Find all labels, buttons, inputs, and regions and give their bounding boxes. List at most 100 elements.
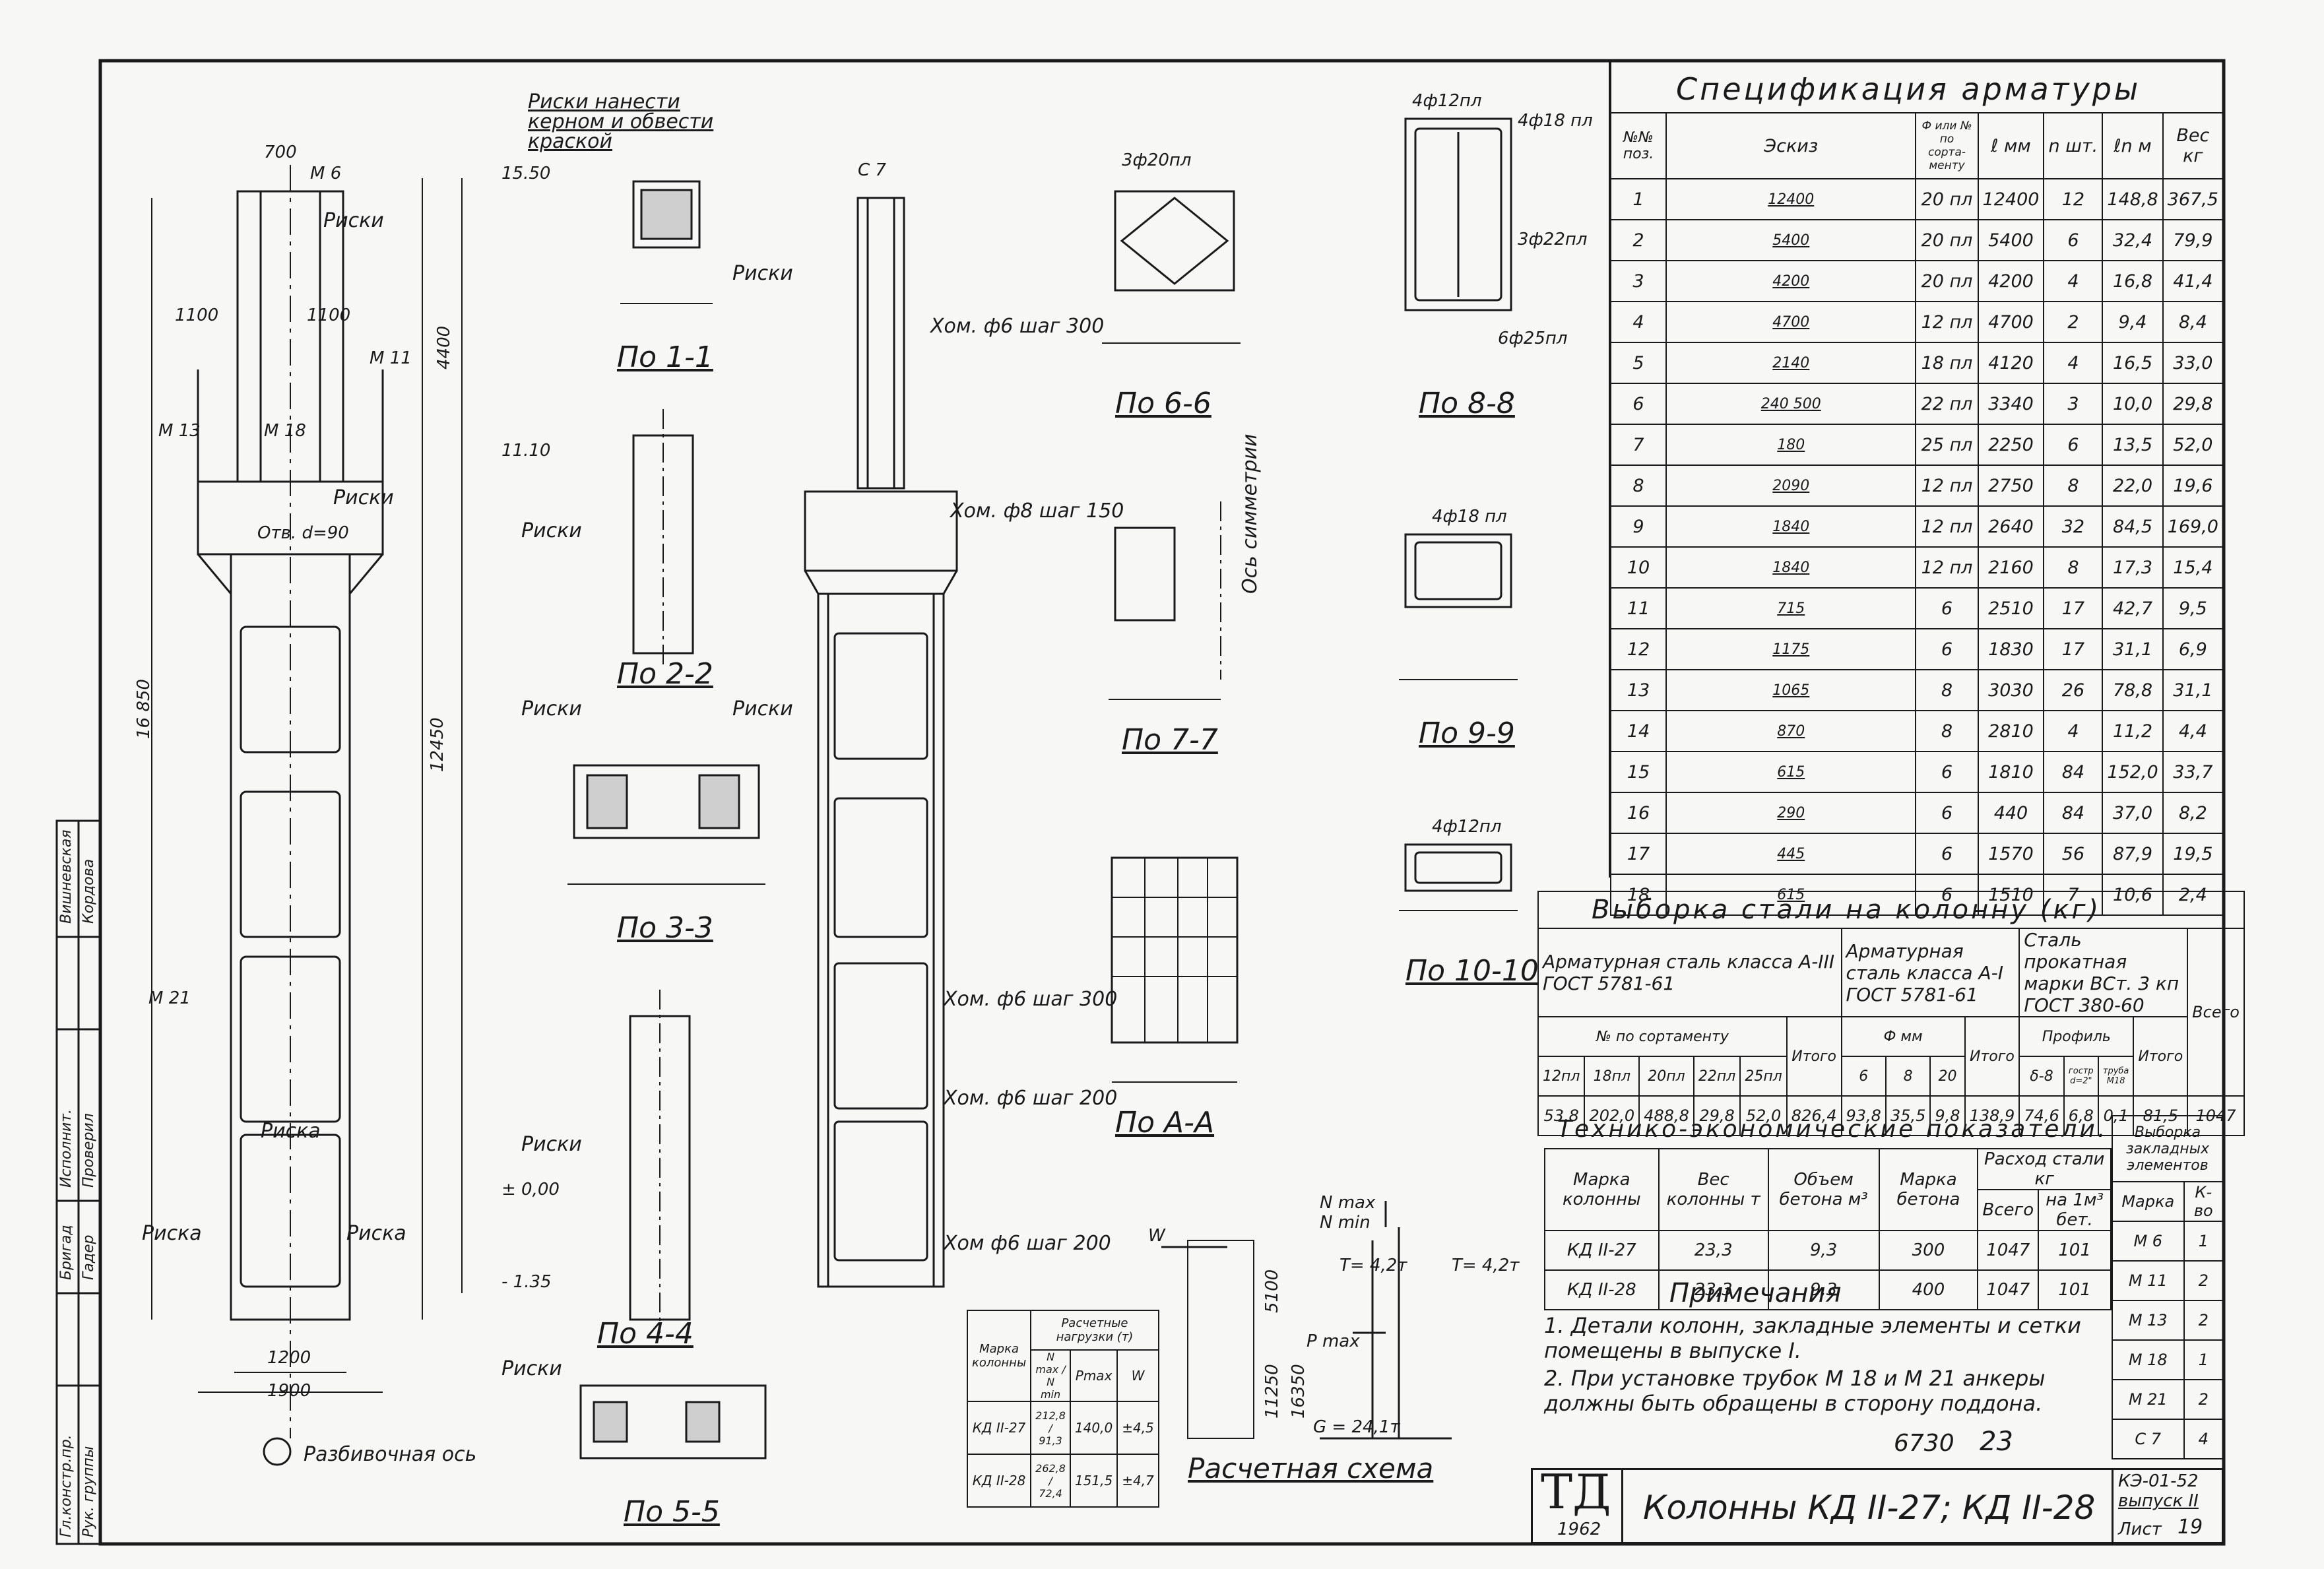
spec-cell-pos: 15 — [1609, 751, 1667, 793]
spec-cell-n: 2 — [2043, 301, 2104, 343]
embedded-qty: 2 — [2183, 1379, 2224, 1420]
tep-cell-mark: КД II-27 — [1544, 1230, 1660, 1271]
spec-cell-sketch: 290 — [1665, 792, 1917, 834]
dim-11250: 11250 — [1262, 1364, 1282, 1419]
sidebar-grid — [55, 819, 102, 1545]
spec-cell-w: 9,5 — [2162, 587, 2224, 629]
stamp-logo: ТД — [1541, 1464, 1611, 1520]
spec-cell-ln: 84,5 — [2102, 505, 2164, 548]
tep-table: Марка колонны Вес колонны т Объем бетона… — [1544, 1148, 2112, 1310]
spec-cell-dia: 20 пл — [1915, 260, 1979, 302]
spec-cell-n: 56 — [2043, 833, 2104, 875]
spec-cell-ln: 13,5 — [2102, 424, 2164, 466]
label-riski-7: Риски — [501, 1357, 562, 1380]
spec-cell-w: 41,4 — [2162, 260, 2224, 302]
dim-1200: 1200 — [267, 1348, 311, 1368]
dim-16350: 16350 — [1289, 1364, 1308, 1419]
spec-cell-ln: 148,8 — [2102, 178, 2164, 220]
tep-h3: Объем бетона м³ — [1767, 1148, 1880, 1231]
spec-cell-w: 33,7 — [2162, 751, 2224, 793]
label-hom8-150: Хом. ф8 шаг 150 — [950, 499, 1124, 523]
spec-cell-n: 6 — [2043, 424, 2104, 466]
spec-cell-pos: 7 — [1609, 424, 1667, 466]
label-hole: Отв. d=90 — [257, 523, 349, 543]
steel-val: 488,8 — [1638, 1095, 1695, 1136]
spec-cell-sketch: 2090 — [1665, 464, 1917, 507]
spec-cell-ln: 31,1 — [2102, 628, 2164, 670]
spec-cell-ln: 16,8 — [2102, 260, 2164, 302]
spec-cell-n: 17 — [2043, 587, 2104, 629]
steel-col-4: 25пл — [1739, 1056, 1788, 1097]
steel-col-5: Итого — [1786, 1016, 1842, 1097]
spec-h-dia: Ф или № по сорта-менту — [1915, 112, 1979, 179]
section-title-7-7: По 7-7 — [1122, 723, 1218, 757]
spec-cell-ln: 87,9 — [2102, 833, 2164, 875]
label-el1110: 11.10 — [501, 441, 551, 461]
loads-h4: W — [1116, 1349, 1159, 1402]
riski-note: Риски нанести керном и обвести краской — [528, 90, 714, 153]
steel-col-8: 20 — [1929, 1056, 1966, 1097]
steel-sub1: № по сортаменту — [1537, 1016, 1788, 1057]
steel-title: Выборка стали на колонну (кг) — [1537, 891, 2245, 929]
steel-val: 9,8 — [1929, 1095, 1966, 1136]
section-8-8 — [1404, 117, 1512, 311]
spec-cell-dia: 12 пл — [1915, 546, 1979, 589]
steel-val: 74,6 — [2018, 1095, 2065, 1136]
label-m21: М 21 — [148, 988, 191, 1008]
spec-cell-l: 2250 — [1977, 424, 2045, 466]
steel-g2: Арматурная сталь класса А-I ГОСТ 5781-61 — [1840, 928, 2020, 1017]
loads-cell-w: ±4,7 — [1116, 1454, 1159, 1508]
label-f6-25: 6ф25пл — [1498, 329, 1568, 348]
spec-cell-pos: 14 — [1609, 710, 1667, 752]
spec-cell-w: 33,0 — [2162, 342, 2224, 384]
steel-col-1: 18пл — [1584, 1056, 1640, 1097]
spec-h-pos: №№ поз. — [1609, 112, 1667, 179]
steel-table: Выборка стали на колонну (кг) Арматурная… — [1537, 891, 2245, 1136]
spec-cell-dia: 12 пл — [1915, 464, 1979, 507]
tep-h5b: на 1м³ бет. — [2038, 1189, 2112, 1231]
stamp-sheet-no: 19 — [2178, 1516, 2203, 1539]
stamp-title: Колонны КД II-27; КД II-28 — [1643, 1489, 2096, 1527]
spec-cell-pos: 4 — [1609, 301, 1667, 343]
spec-cell-pos: 2 — [1609, 219, 1667, 261]
spec-cell-l: 5400 — [1977, 219, 2045, 261]
section-1-1 — [620, 180, 713, 304]
tep-cell-w: 23,3 — [1658, 1269, 1769, 1310]
column-elevation — [151, 165, 463, 1466]
section-7-7 — [1109, 501, 1221, 700]
spec-table: №№ поз. Эскиз Ф или № по сорта-менту ℓ м… — [1609, 112, 2224, 916]
spec-cell-n: 6 — [2043, 219, 2104, 261]
dim-700: 700 — [264, 143, 297, 162]
spec-cell-sketch: 1840 — [1665, 505, 1917, 548]
spec-cell-dia: 6 — [1915, 833, 1979, 875]
spec-cell-sketch: 1840 — [1665, 546, 1917, 589]
steel-col-0: 12пл — [1537, 1056, 1586, 1097]
spec-cell-pos: 13 — [1609, 669, 1667, 711]
loads-cell-p: 140,0 — [1069, 1401, 1118, 1455]
embedded-qty: 1 — [2183, 1221, 2224, 1262]
section-6-6 — [1102, 190, 1241, 344]
spec-cell-dia: 25 пл — [1915, 424, 1979, 466]
spec-cell-ln: 42,7 — [2102, 587, 2164, 629]
dim-12450: 12450 — [428, 717, 447, 772]
spec-cell-n: 8 — [2043, 546, 2104, 589]
steel-val: 29,8 — [1693, 1095, 1741, 1136]
embedded-qty: 2 — [2183, 1260, 2224, 1301]
steel-val: 53,8 — [1537, 1095, 1586, 1136]
steel-col-10: δ-8 — [2018, 1056, 2065, 1097]
tep-cell-w: 23,3 — [1658, 1230, 1769, 1271]
label-w: W — [1148, 1226, 1165, 1246]
spec-cell-n: 84 — [2043, 751, 2104, 793]
label-m13: М 13 — [158, 421, 201, 441]
spec-cell-sketch: 715 — [1665, 587, 1917, 629]
sidebar-l6: Рук. группы — [81, 1446, 97, 1537]
